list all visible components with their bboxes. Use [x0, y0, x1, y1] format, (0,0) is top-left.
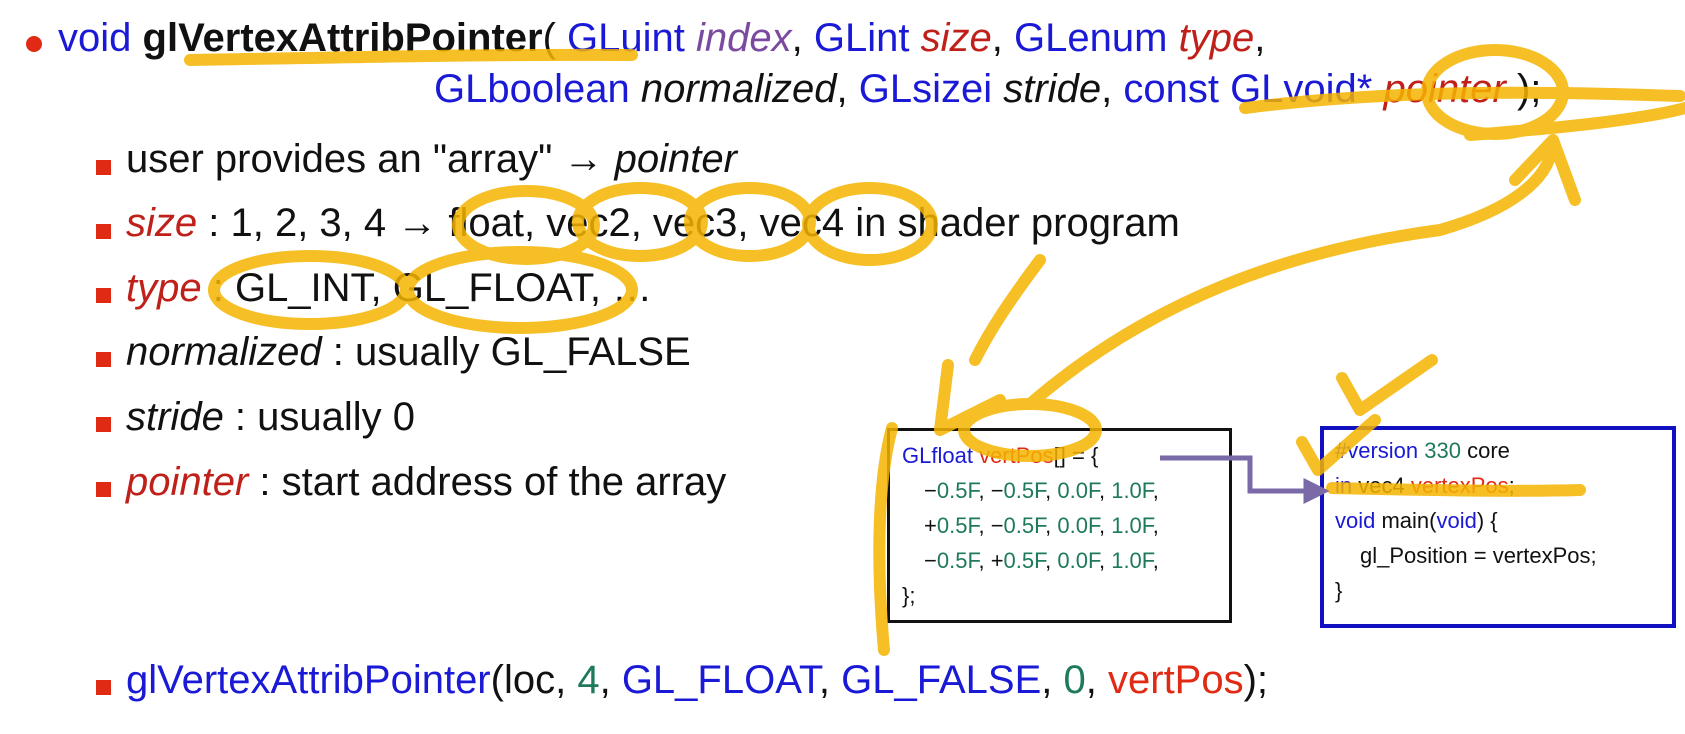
shader-line-main: void main(void) { — [1335, 508, 1498, 533]
param-4-name: normalized — [640, 67, 837, 111]
param-4-type: GLboolean — [434, 67, 630, 111]
bullet-term: normalized — [126, 330, 322, 374]
param-5-name: stride — [1003, 67, 1102, 111]
bullet-pointer: pointer : start address of the array — [126, 458, 726, 506]
code-row: −0.5F, +0.5F, 0.0F, 1.0F, — [924, 548, 1159, 573]
open-paren: ( — [542, 16, 556, 60]
bullet-square — [96, 160, 111, 175]
link-arrow-2 — [969, 254, 1046, 366]
bullet-size: size : 1, 2, 3, 4 → float, vec2, vec3, v… — [126, 199, 1180, 247]
code-row: +0.5F, −0.5F, 0.0F, 1.0F, — [924, 513, 1159, 538]
shader-line-body: gl_Position = vertexPos; — [1360, 543, 1597, 568]
param-2-type: GLint — [813, 16, 910, 60]
bullet-square — [96, 288, 111, 303]
param-3-name: type — [1178, 16, 1255, 60]
vertex-array-code-box: GLfloat vertPos[] = { −0.5F, −0.5F, 0.0F… — [887, 428, 1232, 623]
bullet-square — [96, 224, 111, 239]
param-6-type: const GLvoid* — [1123, 67, 1373, 111]
signature-line-2: GLboolean normalized, GLsizei stride, co… — [434, 67, 1542, 111]
param-3-type: GLenum — [1014, 16, 1168, 60]
bullet-text: : 1, 2, 3, 4 → float, vec2, vec3, vec4 i… — [197, 201, 1180, 245]
code-row: −0.5F, −0.5F, 0.0F, 1.0F, — [924, 478, 1159, 503]
check-mark-right-1 — [1336, 354, 1438, 416]
link-arrow — [1024, 142, 1558, 410]
bullet-text: : usually GL_FALSE — [321, 330, 691, 374]
bullet-normalized: normalized : usually GL_FALSE — [126, 328, 691, 376]
call-example: glVertexAttribPointer(loc, 4, GL_FLOAT, … — [126, 658, 1269, 702]
bullet-type: type : GL_INT, GL_FLOAT, … — [126, 264, 652, 312]
param-1-name: index — [696, 16, 792, 60]
return-type: void — [58, 16, 132, 60]
function-name: glVertexAttribPointer — [142, 16, 543, 60]
bullet-text: : GL_INT, GL_FLOAT, … — [201, 266, 653, 310]
bullet-text: : usually 0 — [223, 395, 416, 439]
link-arrowhead — [1509, 134, 1581, 206]
check-mark-left — [934, 359, 1006, 436]
code-line-end: }; — [902, 583, 916, 608]
bullet-term: stride — [126, 395, 224, 439]
bullet-square — [96, 352, 111, 367]
bullet-term: pointer — [614, 137, 737, 181]
param-1-type: GLuint — [567, 16, 685, 60]
shader-line-version: #version 330 core — [1335, 438, 1510, 463]
bullet-term: type — [126, 266, 202, 310]
shader-line-end: } — [1335, 578, 1343, 603]
param-6-name: pointer — [1383, 67, 1506, 111]
code-var: vertPos — [979, 443, 1054, 468]
shader-code-box: #version 330 core in vec4 vertexPos; voi… — [1320, 426, 1676, 628]
bullet-text: user provides an "array" → — [126, 137, 615, 181]
bullet-text: : start address of the array — [248, 460, 727, 504]
bullet-term: pointer — [126, 460, 249, 504]
call-function-name: glVertexAttribPointer — [126, 658, 491, 702]
bullet-pointer-array: user provides an "array" → pointer — [126, 135, 737, 183]
param-5-type: GLsizei — [858, 67, 993, 111]
signature-line-1: void glVertexAttribPointer( GLuint index… — [58, 16, 1266, 60]
bullet-stride: stride : usually 0 — [126, 393, 415, 441]
bullet-dot — [26, 36, 42, 52]
code-line-decl: GLfloat vertPos[] = { — [902, 439, 1098, 473]
code-rest: [] = { — [1053, 443, 1099, 468]
close-paren: ); — [1516, 67, 1542, 111]
param-2-name: size — [920, 16, 992, 60]
bullet-term: size — [126, 201, 198, 245]
code-type: GLfloat — [902, 443, 973, 468]
bullet-square — [96, 417, 111, 432]
bullet-square — [96, 482, 111, 497]
bullet-square — [96, 680, 111, 695]
shader-line-input: in vec4 vertexPos; — [1335, 473, 1515, 498]
